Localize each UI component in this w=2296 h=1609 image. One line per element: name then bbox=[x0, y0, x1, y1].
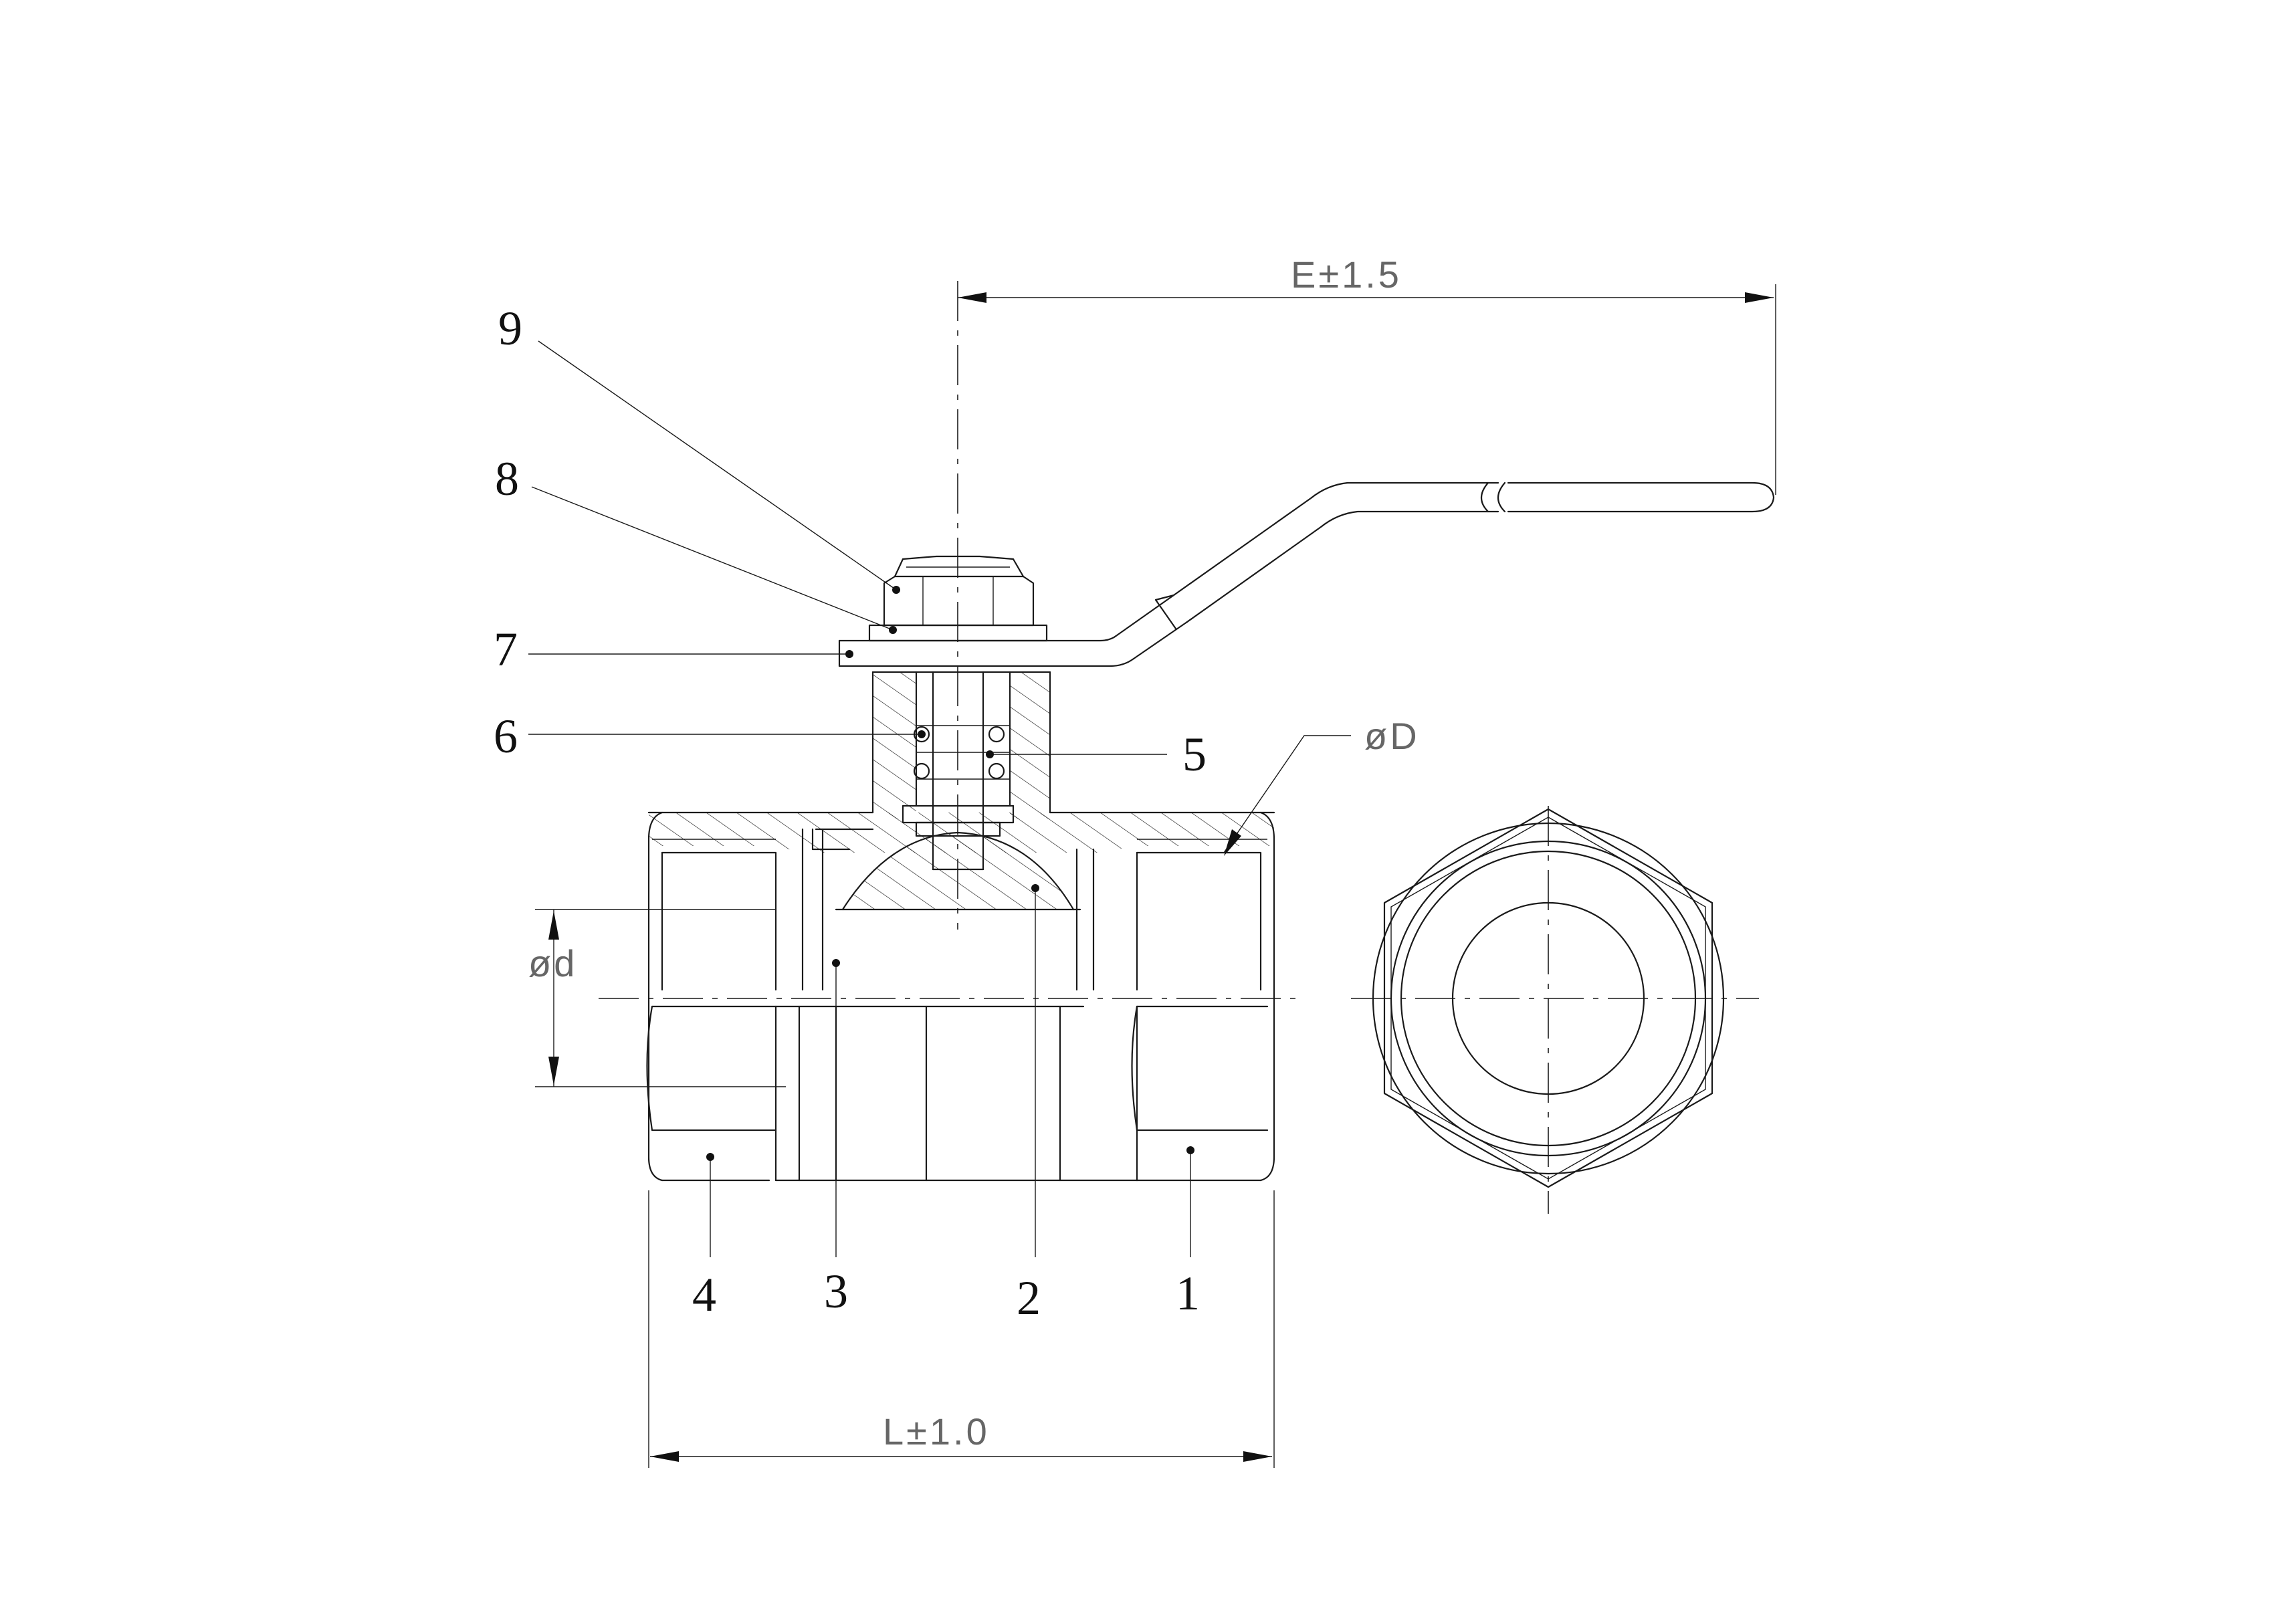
callout-3: 3 bbox=[824, 1265, 848, 1318]
dimension-e: E±1.5 bbox=[958, 253, 1776, 495]
valve-body bbox=[535, 811, 1275, 1182]
callout-9: 9 bbox=[498, 302, 522, 355]
dimension-l-label: L±1.0 bbox=[883, 1410, 990, 1453]
stem-nut bbox=[883, 555, 1035, 627]
callout-labels: 9 8 7 6 5 4 3 2 1 bbox=[494, 302, 1207, 1325]
lever-handle bbox=[838, 481, 1775, 667]
dimension-bore: ød bbox=[528, 909, 577, 1087]
callout-4: 4 bbox=[692, 1268, 716, 1321]
washer bbox=[868, 624, 1048, 642]
end-view bbox=[1351, 806, 1759, 1214]
leader-lines bbox=[528, 340, 1194, 1257]
callout-7: 7 bbox=[494, 623, 518, 676]
o-rings bbox=[913, 726, 1005, 780]
callout-5: 5 bbox=[1182, 728, 1207, 781]
callout-1: 1 bbox=[1176, 1267, 1200, 1320]
callout-8: 8 bbox=[495, 452, 519, 506]
dimension-outer: øD bbox=[1223, 715, 1420, 856]
dimension-l: L±1.0 bbox=[648, 1190, 1275, 1468]
callout-2: 2 bbox=[1017, 1271, 1041, 1325]
dimension-bore-label: ød bbox=[528, 942, 577, 984]
dimension-outer-label: øD bbox=[1364, 715, 1420, 757]
dimension-e-label: E±1.5 bbox=[1291, 253, 1402, 296]
callout-6: 6 bbox=[494, 710, 518, 763]
